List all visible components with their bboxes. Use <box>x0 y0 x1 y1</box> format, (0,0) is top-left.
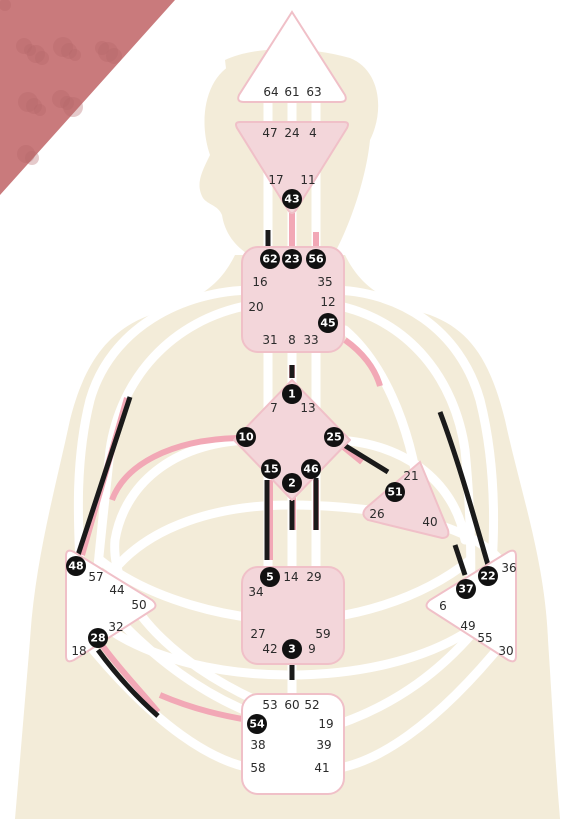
gate-12-label: 12 <box>320 295 335 309</box>
gate-3-label: 3 <box>288 643 296 656</box>
gate-20-label: 20 <box>248 300 263 314</box>
gate-30-label: 30 <box>498 644 513 658</box>
gate-6-label: 6 <box>439 599 447 613</box>
gate-28-label: 28 <box>90 632 105 645</box>
gate-38-label: 38 <box>250 738 265 752</box>
gate-29-label: 29 <box>306 570 321 584</box>
gate-40-label: 40 <box>422 515 437 529</box>
gate-51-label: 51 <box>387 486 402 499</box>
gate-23-label: 23 <box>284 253 299 266</box>
gate-50-label: 50 <box>131 598 146 612</box>
gate-62-label: 62 <box>262 253 277 266</box>
gate-5-label: 5 <box>266 571 274 584</box>
gate-1-label: 1 <box>288 388 296 401</box>
gate-41-label: 41 <box>314 761 329 775</box>
gate-60-label: 60 <box>284 698 299 712</box>
gate-42-label: 42 <box>262 642 277 656</box>
gate-53-label: 53 <box>262 698 277 712</box>
gate-43-label: 43 <box>284 193 299 206</box>
gate-36-label: 36 <box>501 561 516 575</box>
gate-33-label: 33 <box>303 333 318 347</box>
gate-9-label: 9 <box>308 642 316 656</box>
gate-49-label: 49 <box>460 619 475 633</box>
gate-63-label: 63 <box>306 85 321 99</box>
gate-64-label: 64 <box>263 85 278 99</box>
gate-21-label: 21 <box>403 469 418 483</box>
gate-14-label: 14 <box>283 570 298 584</box>
gate-46-label: 46 <box>303 463 319 476</box>
gate-19-label: 19 <box>318 717 333 731</box>
texture-speck <box>53 37 73 57</box>
texture-speck <box>17 145 35 163</box>
gate-8-label: 8 <box>288 333 296 347</box>
gate-18-label: 18 <box>71 644 86 658</box>
gate-61-label: 61 <box>284 85 299 99</box>
gate-37-label: 37 <box>458 583 473 596</box>
gate-44-label: 44 <box>109 583 124 597</box>
gate-7-label: 7 <box>270 401 278 415</box>
gate-26-label: 26 <box>369 507 384 521</box>
texture-speck <box>18 92 38 112</box>
gate-27-label: 27 <box>250 627 265 641</box>
corner-texture-decoration <box>0 0 175 195</box>
gate-4-label: 4 <box>309 126 317 140</box>
gate-54-label: 54 <box>249 718 265 731</box>
gate-31-label: 31 <box>262 333 277 347</box>
gate-22-label: 22 <box>480 570 495 583</box>
gate-13-label: 13 <box>300 401 315 415</box>
gate-15-label: 15 <box>263 463 278 476</box>
gate-2-label: 2 <box>288 477 296 490</box>
gate-16-label: 16 <box>252 275 267 289</box>
gate-48-label: 48 <box>68 560 83 573</box>
gate-24-label: 24 <box>284 126 299 140</box>
texture-speck <box>95 41 109 55</box>
gate-10-label: 10 <box>238 431 254 444</box>
gate-56-label: 56 <box>308 253 324 266</box>
gate-45-label: 45 <box>320 317 335 330</box>
gate-11-label: 11 <box>300 173 315 187</box>
gate-57-label: 57 <box>88 570 103 584</box>
gate-58-label: 58 <box>250 761 265 775</box>
texture-speck <box>52 90 70 108</box>
gate-34-label: 34 <box>248 585 263 599</box>
gate-59-label: 59 <box>315 627 330 641</box>
gate-25-label: 25 <box>326 431 341 444</box>
gate-17-label: 17 <box>268 173 283 187</box>
gate-55-label: 55 <box>477 631 492 645</box>
gate-52-label: 52 <box>304 698 319 712</box>
gate-39-label: 39 <box>316 738 331 752</box>
gate-35-label: 35 <box>317 275 332 289</box>
gate-47-label: 47 <box>262 126 277 140</box>
gate-32-label: 32 <box>108 620 123 634</box>
texture-speck <box>16 38 32 54</box>
